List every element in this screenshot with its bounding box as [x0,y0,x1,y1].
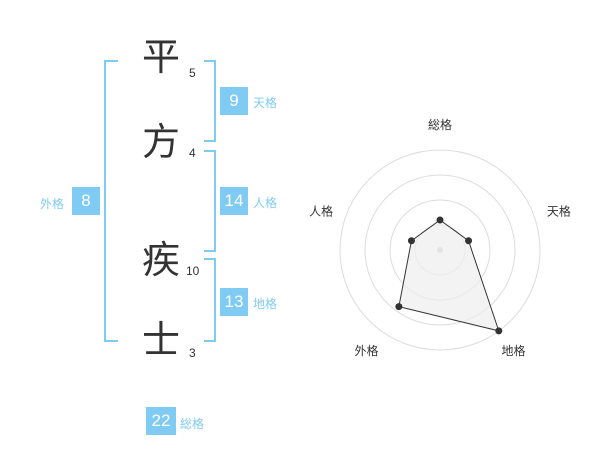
radar-axis-label: 地格 [501,343,525,358]
name-char-4: 士 [142,318,181,362]
radar-axis-label: 天格 [547,203,571,218]
tenkaku-bracket [204,60,216,142]
jinkaku-bracket [204,150,216,252]
soukaku-label: 総格 [180,417,205,431]
radar-axis-label: 総格 [428,117,452,132]
chikaku-label: 地格 [253,297,278,311]
radar-point-1 [436,216,444,224]
stroke-count-3: 10 [186,264,200,278]
radar-point-2 [465,237,473,245]
name-char-1: 平 [142,35,181,79]
chikaku-value: 13 [220,288,248,316]
radar-ring [339,149,541,351]
gaikaku-label: 外格 [40,197,65,211]
stroke-count-4: 3 [189,346,196,360]
radar-axis-label: 外格 [355,343,379,358]
tenkaku-label: 天格 [253,96,278,110]
name-char-3: 疾 [142,238,181,282]
soukaku-value: 22 [146,407,176,435]
chikaku-bracket [204,258,216,342]
radar-point-3 [495,327,503,335]
stroke-count-1: 5 [189,66,196,80]
radar-axis-label: 人格 [309,203,333,218]
radar-area [398,219,500,332]
stroke-count-2: 4 [189,146,196,160]
gaikaku-bracket [104,60,118,342]
jinkaku-label: 人格 [253,196,278,210]
jinkaku-value: 14 [220,187,248,215]
radar-point-4 [395,303,403,311]
gaikaku-value: 8 [72,187,100,215]
name-char-2: 方 [142,120,181,164]
tenkaku-value: 9 [220,87,248,115]
radar-ring [364,174,516,326]
radar-point-5 [407,237,415,245]
